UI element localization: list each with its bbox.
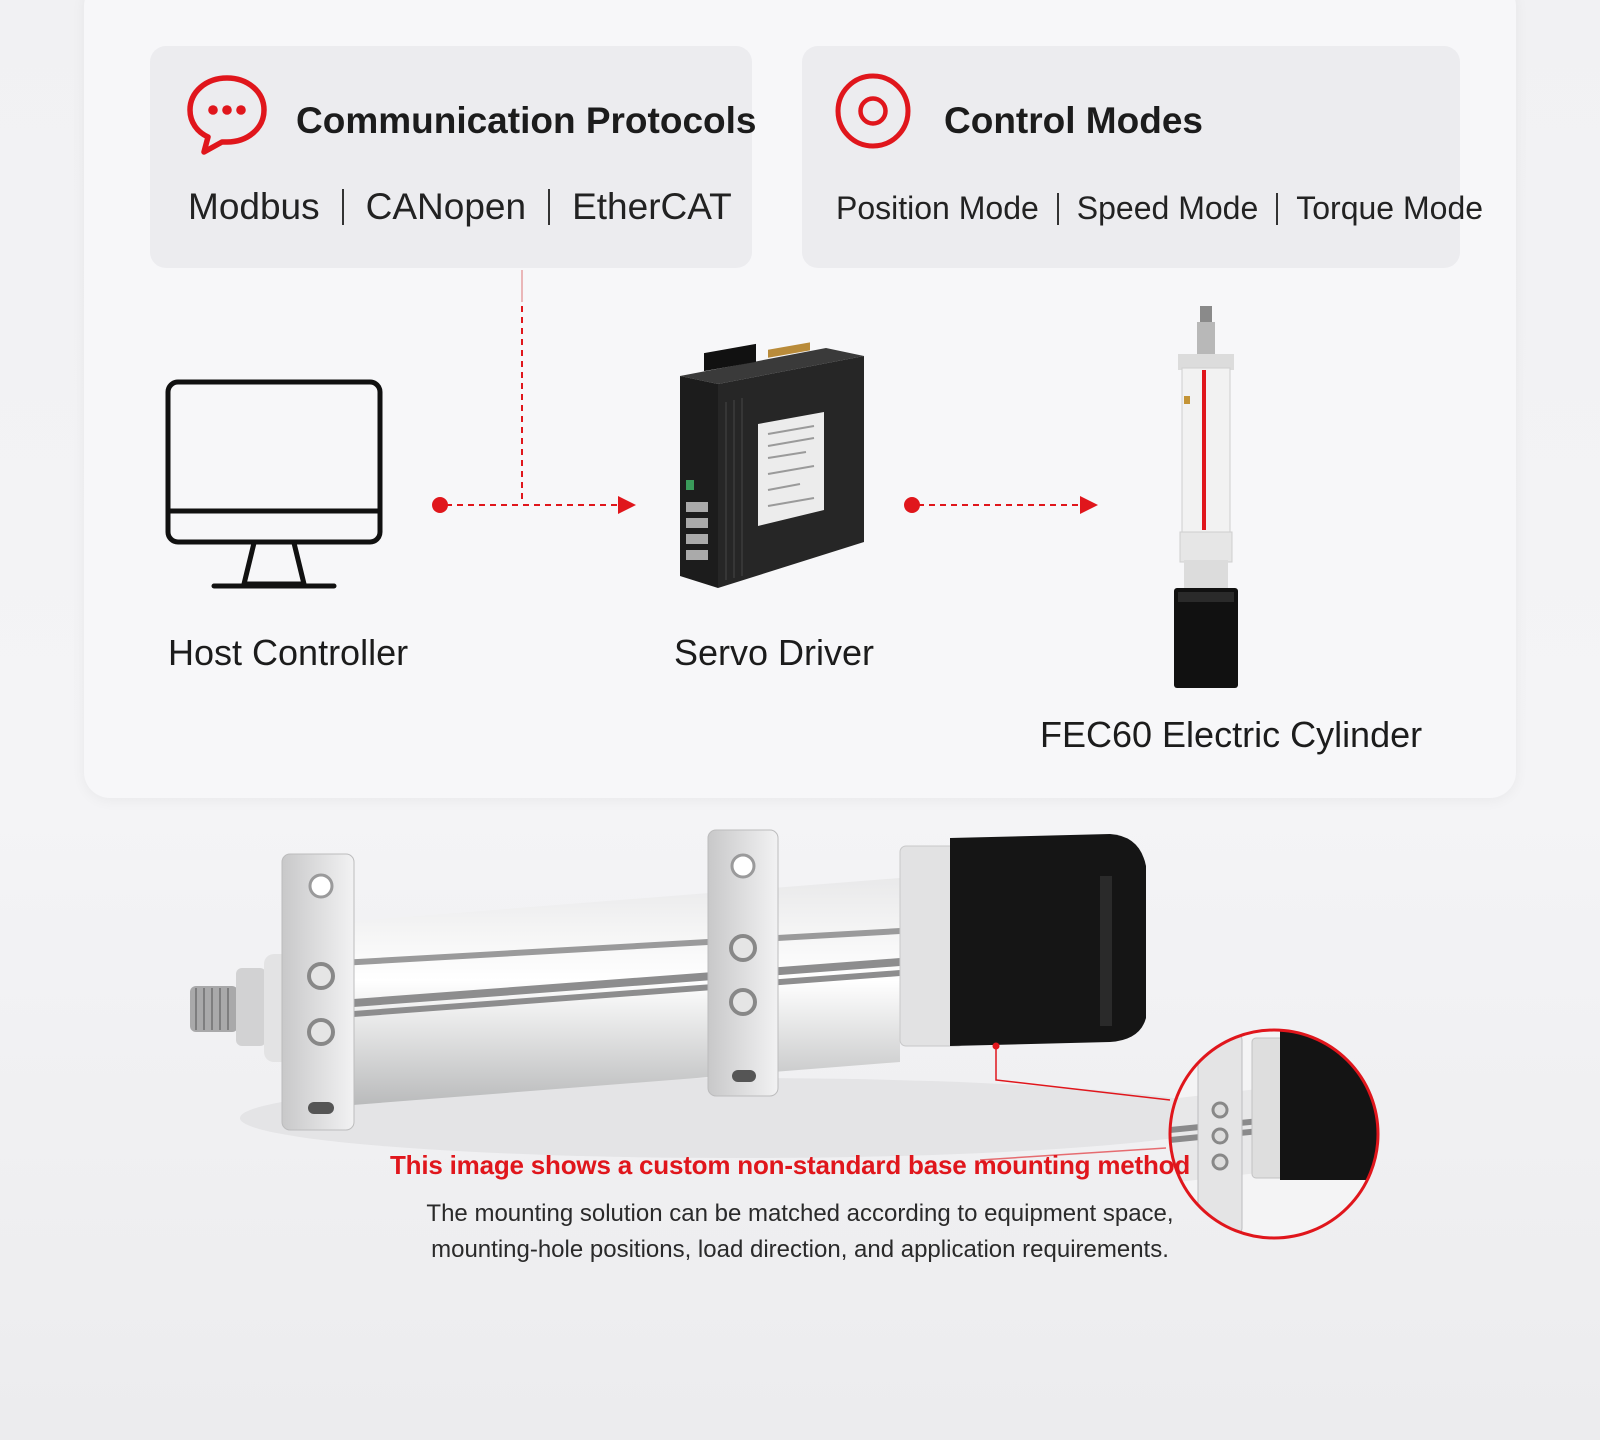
- fec60-cylinder-label: FEC60 Electric Cylinder: [1040, 714, 1423, 755]
- communication-protocols-card: Communication Protocols Modbus CANopen E…: [150, 46, 756, 268]
- divider: [548, 189, 551, 225]
- protocol-ethercat: EtherCAT: [572, 186, 732, 227]
- host-controller-label: Host Controller: [168, 632, 409, 673]
- protocol-canopen: CANopen: [365, 186, 527, 227]
- servo-driver-label: Servo Driver: [674, 632, 875, 673]
- monitor-icon: [165, 379, 383, 589]
- mounting-detail-callout: [979, 1028, 1380, 1240]
- protocol-list: Modbus CANopen EtherCAT: [188, 186, 732, 228]
- divider: [1056, 192, 1059, 225]
- chat-bubble-icon: [187, 75, 267, 155]
- electric-cylinder-image: [1174, 306, 1238, 688]
- arrow-head-icon: [1080, 496, 1098, 514]
- mounting-caption-title: This image shows a custom non-standard b…: [0, 1150, 1600, 1181]
- target-icon: [835, 73, 911, 149]
- mounting-caption-body: The mounting solution can be matched acc…: [0, 1196, 1600, 1268]
- mode-speed: Speed Mode: [1076, 190, 1259, 226]
- control-modes-card: Control Modes Position Mode Speed Mode T…: [802, 46, 1483, 268]
- connector-dot: [432, 497, 448, 513]
- arrow-head-icon: [618, 496, 636, 514]
- mounting-caption-line-1: The mounting solution can be matched acc…: [426, 1200, 1174, 1227]
- communication-protocols-title: Communication Protocols: [296, 100, 757, 141]
- mounted-cylinder-image: [190, 829, 1240, 1158]
- flow-connectors: [432, 270, 1098, 514]
- mode-position: Position Mode: [836, 190, 1039, 226]
- divider: [1276, 192, 1279, 225]
- protocol-modbus: Modbus: [188, 186, 320, 227]
- mounting-caption-title-text: This image shows a custom non-standard b…: [389, 1150, 1191, 1180]
- mounting-caption-line-2: mounting-hole positions, load direction,…: [431, 1236, 1169, 1263]
- servo-driver-image: [680, 342, 864, 588]
- control-mode-list: Position Mode Speed Mode Torque Mode: [836, 190, 1483, 227]
- divider: [341, 189, 344, 225]
- control-modes-title: Control Modes: [944, 100, 1203, 141]
- mode-torque: Torque Mode: [1296, 190, 1484, 226]
- connector-dot: [904, 497, 920, 513]
